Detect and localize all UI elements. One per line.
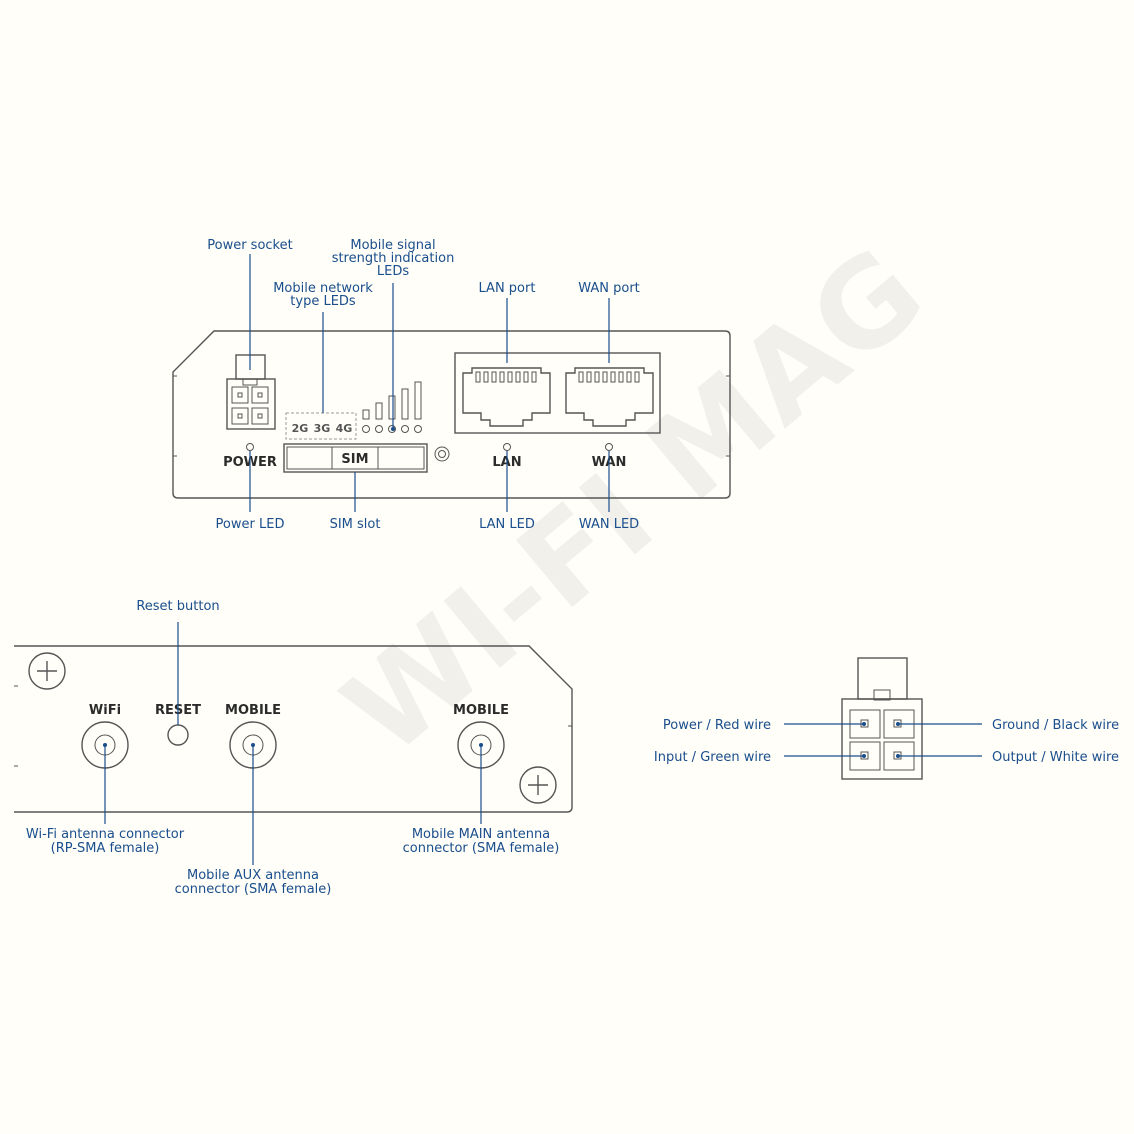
callout-network-1: Mobile network xyxy=(273,281,373,296)
callout-aux-2: connector (SMA female) xyxy=(175,882,332,897)
power-socket[interactable] xyxy=(226,354,276,430)
pin-power-label: Power / Red wire xyxy=(663,718,771,733)
net-3g-label: 3G xyxy=(314,422,331,435)
callout-lan-port: LAN port xyxy=(479,281,536,296)
pin-input-label: Input / Green wire xyxy=(654,750,771,765)
callout-lan-led: LAN LED xyxy=(479,517,535,532)
callout-aux-1: Mobile AUX antenna xyxy=(187,868,319,883)
signal-strength-leds xyxy=(362,381,422,433)
back-callouts: Reset button Wi-Fi antenna connector (RP… xyxy=(26,599,559,897)
lan-port[interactable] xyxy=(462,367,551,427)
net-4g-label: 4G xyxy=(336,422,353,435)
power-connector-pinout: Power / Red wire Input / Green wire Grou… xyxy=(654,657,1119,780)
sim-slot[interactable]: SIM xyxy=(283,443,428,473)
mobile-main-label: MOBILE xyxy=(453,703,509,718)
callout-sim-slot: SIM slot xyxy=(330,517,381,532)
callout-main-1: Mobile MAIN antenna xyxy=(412,827,550,842)
callout-network-2: type LEDs xyxy=(290,294,356,309)
callout-wifi-2: (RP-SMA female) xyxy=(51,841,160,856)
callout-wifi-1: Wi-Fi antenna connector xyxy=(26,827,185,842)
sim-label: SIM xyxy=(341,452,368,467)
screw-right xyxy=(519,766,557,804)
lan-led xyxy=(503,443,511,451)
callout-main-2: connector (SMA female) xyxy=(403,841,560,856)
back-panel: WiFi RESET MOBILE MOBILE xyxy=(14,645,573,813)
watermark: WI-FI MAG xyxy=(319,222,949,782)
callout-wan-led: WAN LED xyxy=(579,517,639,532)
callout-signal-3: LEDs xyxy=(377,264,409,279)
front-callouts: Power socket Mobile signal strength indi… xyxy=(207,238,640,532)
reset-button[interactable] xyxy=(167,724,189,746)
wifi-label: WiFi xyxy=(89,703,121,718)
callout-wan-port: WAN port xyxy=(578,281,640,296)
mobile-aux-label: MOBILE xyxy=(225,703,281,718)
pin-ground-label: Ground / Black wire xyxy=(992,718,1119,733)
network-type-leds: 2G 3G 4G xyxy=(285,412,357,440)
callout-signal-1: Mobile signal xyxy=(350,238,435,253)
callout-reset-button: Reset button xyxy=(136,599,219,614)
net-2g-label: 2G xyxy=(292,422,309,435)
callout-power-socket: Power socket xyxy=(207,238,292,253)
callout-power-led: Power LED xyxy=(216,517,285,532)
power-led xyxy=(246,443,254,451)
pin-output-label: Output / White wire xyxy=(992,750,1119,765)
wan-port[interactable] xyxy=(565,367,654,427)
front-panel: POWER 2G 3G 4G SIM xyxy=(172,330,731,499)
screw-left xyxy=(28,652,66,690)
wan-led xyxy=(605,443,613,451)
callout-signal-2: strength indication xyxy=(332,251,455,266)
